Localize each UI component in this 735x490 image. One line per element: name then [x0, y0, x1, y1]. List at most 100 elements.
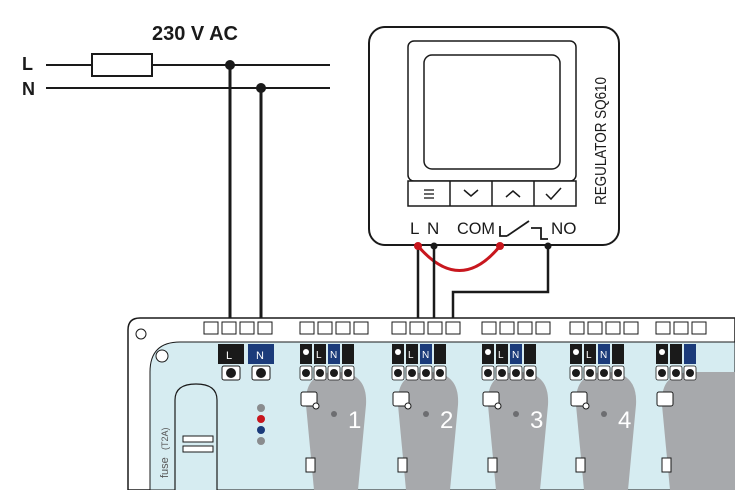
down-button[interactable] — [450, 181, 492, 206]
status-led-gray-2 — [257, 437, 265, 445]
zone-clip — [397, 457, 408, 473]
clock-icon — [395, 349, 401, 355]
zone-shape — [575, 372, 637, 490]
regulator-button-bar — [407, 180, 577, 207]
zone-shape — [305, 372, 367, 490]
screw-icon — [316, 369, 324, 377]
power-terminal-l: L — [226, 350, 232, 362]
screw-icon — [600, 369, 608, 377]
zone-shape — [487, 372, 549, 490]
zone-terminal-n — [510, 344, 522, 364]
zone-led — [423, 411, 429, 417]
zone-terminal-l-label: L — [408, 350, 414, 361]
supply-voltage-label: 230 V AC — [152, 23, 238, 45]
zone-terminal-l-label: L — [498, 350, 504, 361]
status-leds — [257, 404, 265, 445]
screw-icon — [394, 369, 402, 377]
terminal-dot-n — [430, 242, 438, 250]
zone-number: 2 — [440, 407, 453, 434]
supply-lines — [46, 64, 330, 89]
actuator-connector — [482, 391, 500, 407]
regulator-model-label: REGULATOR SQ610 — [593, 77, 610, 205]
zone-terminal-n — [420, 344, 432, 364]
terminal-dot-com — [496, 242, 504, 250]
zone-led — [601, 411, 607, 417]
screw-icon — [526, 369, 534, 377]
menu-button[interactable] — [408, 181, 450, 206]
up-button[interactable] — [492, 181, 534, 206]
screw-icon — [586, 369, 594, 377]
line-label: L — [22, 54, 33, 74]
terminal-dot-l — [414, 242, 422, 250]
screw-icon — [330, 369, 338, 377]
chevron-up-icon — [505, 190, 521, 198]
zone-terminal-out — [612, 344, 624, 364]
zone-shape — [397, 372, 459, 490]
zone-number: 4 — [618, 407, 631, 434]
neutral-label: N — [22, 79, 35, 99]
screw-icon — [302, 369, 310, 377]
zone-terminal-n-label: N — [422, 350, 429, 361]
zone-terminal-l-label: L — [586, 350, 592, 361]
confirm-button[interactable] — [534, 181, 576, 206]
regulator-terminal-com: COM — [457, 219, 495, 238]
junction-dot-n — [256, 83, 266, 93]
zone-terminal-l-label: L — [316, 350, 322, 361]
junction-dot-l — [225, 60, 235, 70]
zone-partial — [655, 344, 735, 490]
relay-contact — [499, 220, 548, 240]
screw-icon — [614, 369, 622, 377]
status-led-red — [257, 415, 265, 423]
zone-terminal-n — [598, 344, 610, 364]
screw-icon — [436, 369, 444, 377]
actuator-connector — [392, 391, 410, 407]
zone-clip — [575, 457, 586, 473]
zone-number: 1 — [348, 407, 361, 434]
zone-terminal-n-label: N — [600, 350, 607, 361]
regulator-terminal-no: NO — [551, 219, 577, 238]
zone-led — [331, 411, 337, 417]
screw-icon — [344, 369, 352, 377]
zone-terminal-n-label: N — [512, 350, 519, 361]
zone-terminal-l — [584, 344, 596, 364]
power-terminal-block: L N — [218, 344, 274, 381]
actuator-connector — [570, 391, 588, 407]
zone-terminal-out — [434, 344, 446, 364]
zone-clip — [487, 457, 498, 473]
screw-icon — [408, 369, 416, 377]
zone-terminal-l — [496, 344, 508, 364]
status-led-gray — [257, 404, 265, 412]
screw-icon — [484, 369, 492, 377]
screw-icon — [422, 369, 430, 377]
screw-icon — [512, 369, 520, 377]
fuse-holder: fuse (T2A) — [159, 383, 218, 490]
screw-icon — [498, 369, 506, 377]
fuse-rating: (T2A) — [160, 427, 170, 450]
zone-clip — [305, 457, 316, 473]
chevron-down-icon — [463, 189, 479, 197]
zone-number: 3 — [530, 407, 543, 434]
zone-terminal-n — [328, 344, 340, 364]
regulator-terminal-n: N — [427, 219, 439, 238]
screw-icon — [572, 369, 580, 377]
zone-terminal-l — [406, 344, 418, 364]
supply-fuse — [91, 53, 153, 77]
zone-terminal-out — [342, 344, 354, 364]
terminal-dot-no — [544, 242, 552, 250]
zone-terminal-n-label: N — [330, 350, 337, 361]
terminal-strip — [203, 321, 707, 335]
menu-icon — [424, 189, 434, 199]
clock-icon — [573, 349, 579, 355]
clock-icon — [485, 349, 491, 355]
power-terminal-n: N — [256, 350, 264, 362]
module-mount-hole — [155, 349, 169, 363]
status-led-blue — [257, 426, 265, 434]
fuse-label: fuse — [159, 457, 171, 478]
red-jumper-wire — [416, 245, 502, 272]
zone-terminal-out — [524, 344, 536, 364]
zone-terminal-l — [314, 344, 326, 364]
